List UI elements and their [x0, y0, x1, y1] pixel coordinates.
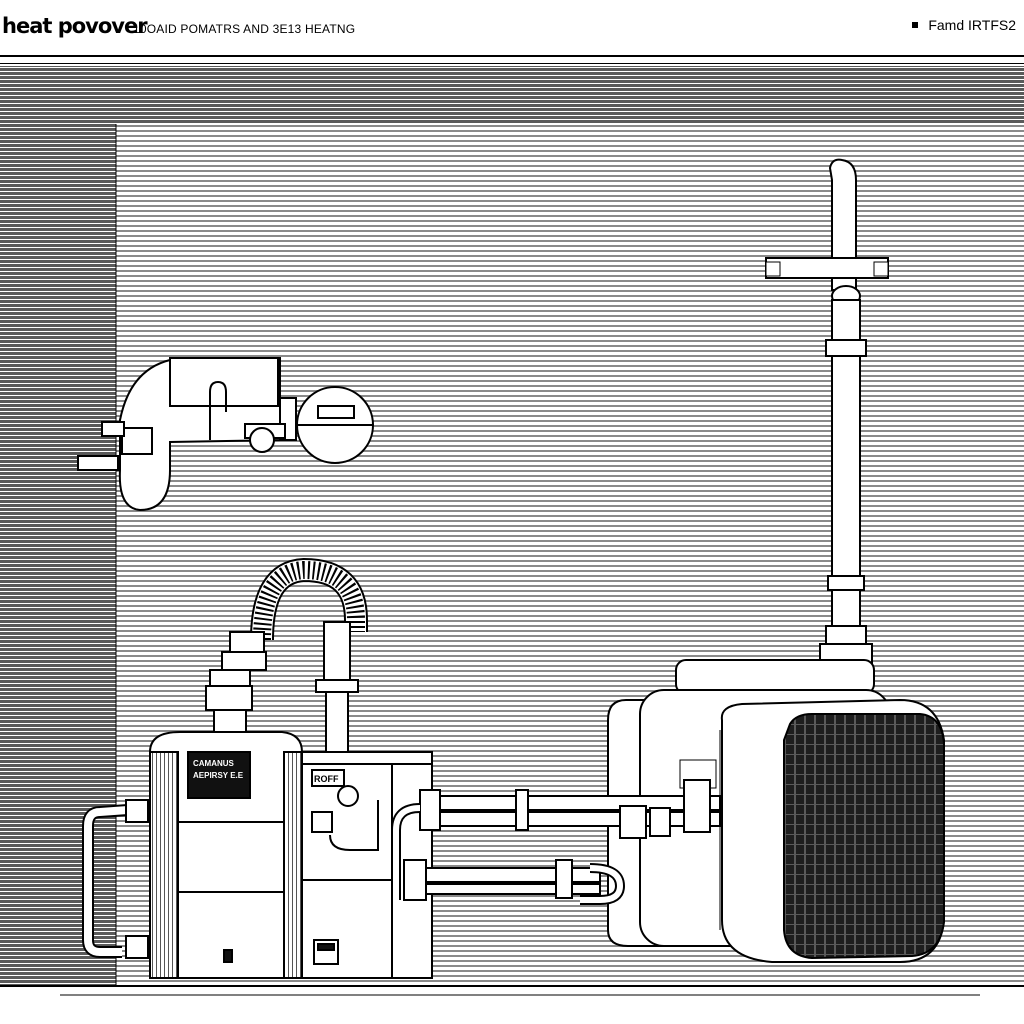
floor — [0, 985, 1024, 1024]
legend-marker-icon — [912, 22, 919, 28]
flex-exhaust-duct — [250, 557, 368, 641]
boiler-cabinet — [82, 731, 303, 979]
legend-label: Famd IRTFS2 — [928, 17, 1016, 33]
line-set-lower — [403, 859, 626, 905]
line-set-upper — [391, 779, 721, 900]
boiler-plate-line-2: AEPIRSY E.E — [193, 771, 244, 780]
diagram-subtitle: 10OAID POMATRS AND 3E13 HEATNG — [133, 22, 356, 36]
header-divider-thin — [0, 63, 1024, 64]
vent-pipe — [765, 158, 889, 669]
boiler-flue — [205, 621, 359, 753]
legend: Famd IRTFS2 — [912, 17, 1016, 33]
wall-band-left — [0, 124, 116, 988]
outdoor-heat-pump-unit — [607, 659, 945, 963]
control-box-label: ROFF — [314, 774, 339, 784]
air-handler-unit — [77, 356, 374, 512]
boiler-plate-line-1: CAMANUS — [193, 759, 235, 768]
wall-band-top — [0, 66, 1024, 124]
boiler-rating-plate — [187, 751, 251, 799]
fan-grille — [783, 713, 945, 960]
header-divider — [0, 55, 1024, 57]
header: heat povover 10OAID POMATRS AND 3E13 HEA… — [0, 0, 1024, 56]
diagram-title: heat povover — [2, 14, 148, 38]
